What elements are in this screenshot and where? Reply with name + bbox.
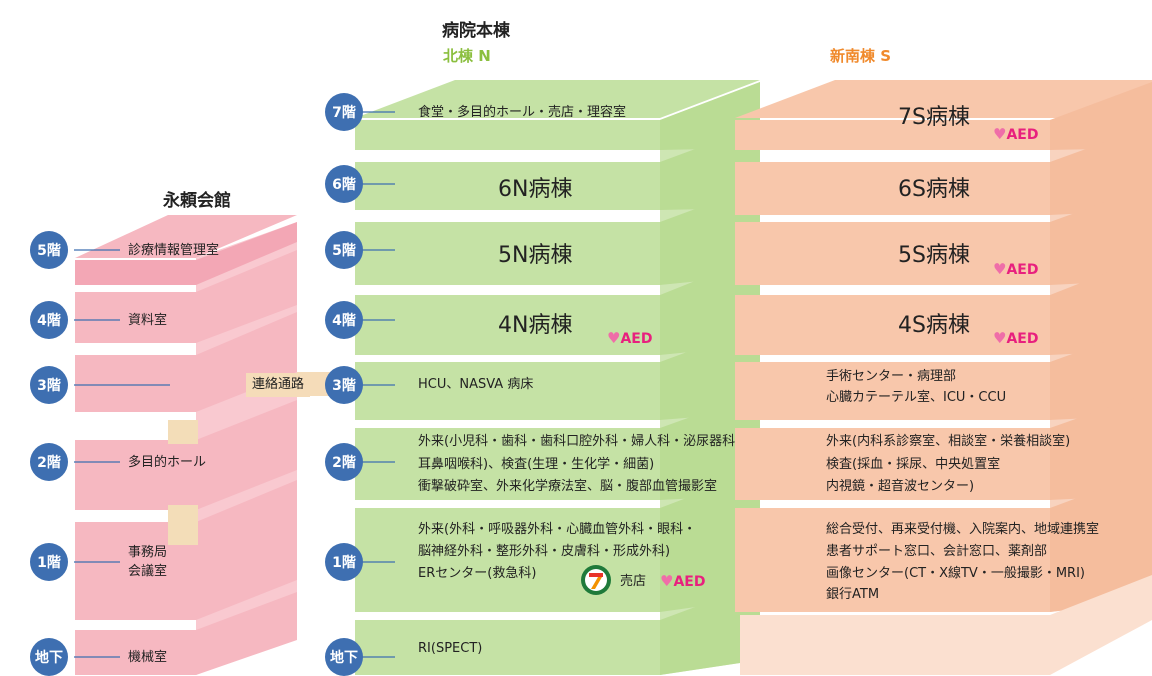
south-6f-ward: 6S病棟 <box>898 177 970 202</box>
heart-icon: ♥ <box>607 329 621 347</box>
north-5f-ward: 5N病棟 <box>498 243 573 268</box>
annex-slab-5 <box>75 215 297 258</box>
south-2f-line: 検査(採血・採尿、中央処置室 <box>826 457 1001 472</box>
connector-label: 連絡通路 <box>246 373 311 397</box>
north-wing-label: 北棟 N <box>443 47 491 65</box>
main-floor-badge: 4階 <box>325 301 363 339</box>
south-1f-line: 画像センター(CT・X線TV・一般撮影・MRI) <box>826 566 1085 581</box>
south-4f-aed: ♥AED <box>993 329 1039 347</box>
annex-floor-badge: 2階 <box>30 443 68 481</box>
annex-floor-1 <box>75 480 297 620</box>
main-floor-badge: 1階 <box>325 543 363 581</box>
north-7f-text: 食堂・多目的ホール・売店・理容室 <box>418 105 627 120</box>
main-floor-badge: 7階 <box>325 93 363 131</box>
heart-icon: ♥ <box>993 125 1007 143</box>
north-2f-line: 外来(小児科・歯科・歯科口腔外科・婦人科・泌尿器科 <box>418 434 736 449</box>
south-3f-line: 心臓カテーテル室、ICU・CCU <box>826 390 1007 405</box>
annex-floor-badge: 4階 <box>30 301 68 339</box>
seven-eleven-logo-icon <box>581 565 611 595</box>
annex-floor-2 <box>75 400 297 510</box>
annex-floor-b1 <box>75 592 297 675</box>
south-1f-line: 患者サポート窓口、会計窓口、薬剤部 <box>826 544 1048 559</box>
main-floor-badge: 地下 <box>325 638 363 676</box>
main-building-title: 病院本棟 <box>442 21 510 41</box>
south-3f-line: 手術センター・病理部 <box>826 369 957 384</box>
south-4f-ward: 4S病棟 <box>898 313 970 338</box>
main-floor-badge: 3階 <box>325 366 363 404</box>
north-2f-line: 耳鼻咽喉科)、検査(生理・生化学・細菌) <box>418 457 655 472</box>
annex-floor-badge: 地下 <box>30 638 68 676</box>
annex-leader-lines <box>74 249 170 658</box>
north-1f-aed: ♥AED <box>660 572 706 590</box>
north-1f-line: 脳神経外科・整形外科・皮膚科・形成外科) <box>418 544 671 559</box>
main-floor-badge: 2階 <box>325 443 363 481</box>
annex-floor-label: 事務局 会議室 <box>128 545 168 579</box>
annex-floor-label: 機械室 <box>128 650 168 665</box>
annex-title: 永頼会館 <box>163 191 231 211</box>
north-b1-text: RI(SPECT) <box>418 641 483 656</box>
annex-floor-label: 資料室 <box>128 313 168 328</box>
south-2f-line: 内視鏡・超音波センター) <box>826 479 975 494</box>
south-5f-aed: ♥AED <box>993 260 1039 278</box>
south-2f-line: 外来(内科系診察室、相談室・栄養相談室) <box>826 434 1071 449</box>
annex-floor-badge: 1階 <box>30 543 68 581</box>
annex-floor-label: 診療情報管理室 <box>128 243 220 258</box>
annex-accent-2 <box>168 505 198 545</box>
annex-floor-badge: 5階 <box>30 231 68 269</box>
heart-icon: ♥ <box>993 260 1007 278</box>
heart-icon: ♥ <box>660 572 674 590</box>
main-floor-badge: 5階 <box>325 231 363 269</box>
north-4f-aed: ♥AED <box>607 329 653 347</box>
south-wing-slabs <box>735 80 1152 675</box>
north-4f-ward: 4N病棟 <box>498 313 573 338</box>
annex-floor-5 <box>75 222 297 285</box>
north-3f-text: HCU、NASVA 病床 <box>418 377 534 392</box>
south-7f-aed: ♥AED <box>993 125 1039 143</box>
annex-floor-label: 多目的ホール <box>128 455 207 470</box>
annex-accent-1 <box>168 420 198 444</box>
south-7f-ward: 7S病棟 <box>898 105 970 130</box>
south-1f-line: 銀行ATM <box>826 587 880 602</box>
main-floor-badge: 6階 <box>325 165 363 203</box>
annex-floor-badge: 3階 <box>30 366 68 404</box>
annex-floor-3 <box>75 312 297 412</box>
north-2f-line: 衝撃破砕室、外来化学療法室、脳・腹部血管撮影室 <box>418 479 718 494</box>
north-1f-line: ERセンター(救急科) <box>418 566 537 581</box>
north-1f-shop: 売店 <box>620 574 647 589</box>
annex-floor-4 <box>75 250 297 343</box>
south-wing-label: 新南棟 S <box>830 47 892 65</box>
south-1f-line: 総合受付、再来受付機、入院案内、地域連携室 <box>826 522 1100 537</box>
north-1f-line: 外来(外科・呼吸器外科・心臓血管外科・眼科・ <box>418 522 697 537</box>
south-5f-ward: 5S病棟 <box>898 243 970 268</box>
heart-icon: ♥ <box>993 329 1007 347</box>
main-leader-lines <box>362 111 395 658</box>
north-6f-ward: 6N病棟 <box>498 177 573 202</box>
